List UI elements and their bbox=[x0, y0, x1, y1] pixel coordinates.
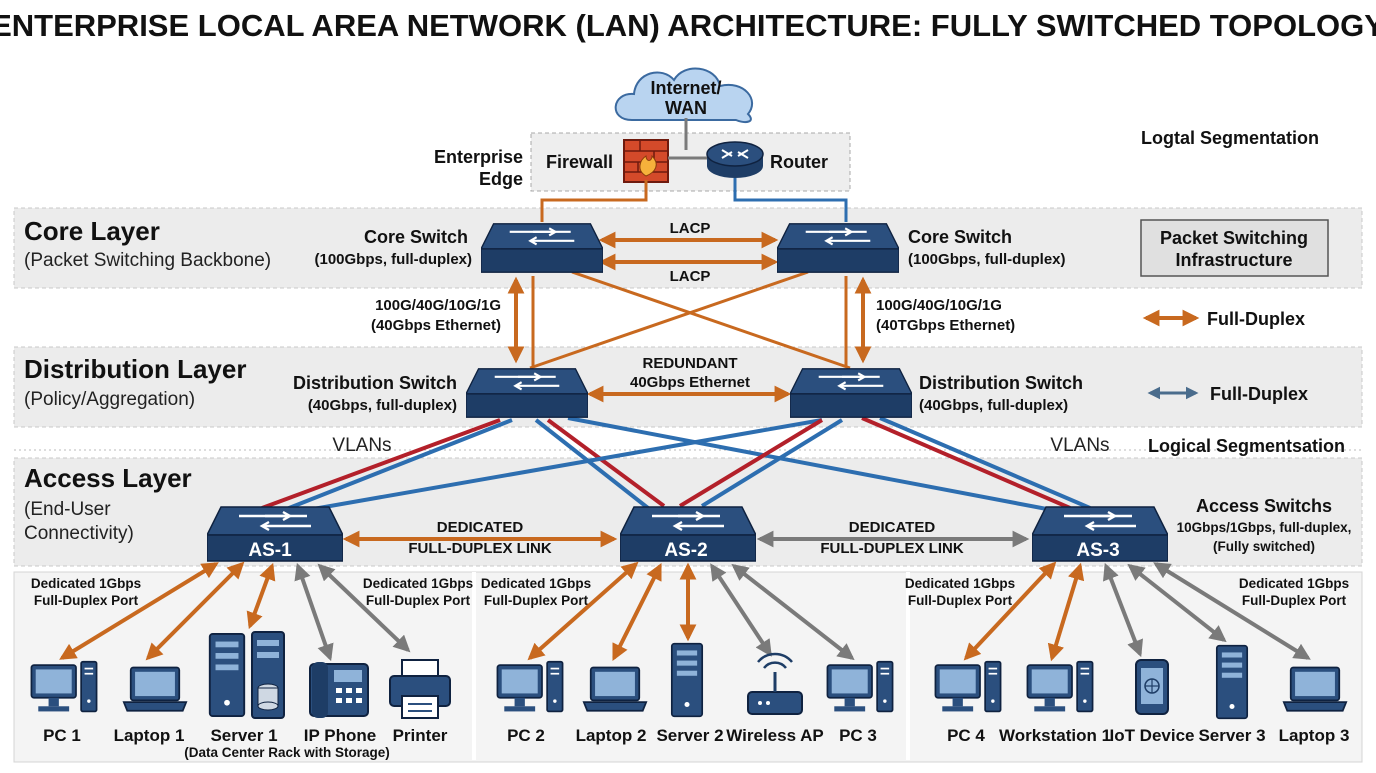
enterprise-edge-box bbox=[530, 132, 851, 192]
device-label-wireless-ap: Wireless AP bbox=[726, 726, 823, 745]
port-label-5-line1: Dedicated 1Gbps bbox=[1239, 576, 1349, 591]
port-label-1-line2: Full-Duplex Port bbox=[34, 593, 139, 608]
as-3-label: AS-3 bbox=[1076, 540, 1119, 561]
packet-switching-line1: Packet Switching bbox=[1160, 228, 1308, 248]
device-label-server-2: Server 2 bbox=[656, 726, 723, 745]
cloud-icon bbox=[614, 67, 754, 123]
printer-icon[interactable] bbox=[389, 659, 451, 719]
core-switch-left-icon[interactable] bbox=[481, 222, 603, 274]
device-sublabel-server-1: (Data Center Rack with Storage) bbox=[184, 745, 390, 760]
firewall-icon bbox=[623, 139, 669, 183]
uplink-left-line2: (40Gbps Ethernet) bbox=[371, 317, 501, 334]
access-layer-subtitle-1: (End-User bbox=[24, 499, 111, 520]
device-label-printer: Printer bbox=[393, 726, 448, 745]
device-label-iot-device: IoT Device bbox=[1109, 726, 1194, 745]
device-label-laptop-3: Laptop 3 bbox=[1279, 726, 1350, 745]
redundant-label-1: REDUNDANT bbox=[643, 355, 738, 372]
internet-label: Internet/ bbox=[650, 78, 721, 98]
access-switches-title: Access Switchs bbox=[1196, 496, 1332, 516]
core-switch-right-name: Core Switch bbox=[908, 227, 1012, 247]
device-label-server-1: Server 1 bbox=[210, 726, 277, 745]
distribution-switch-left-name: Distribution Switch bbox=[293, 373, 457, 393]
device-label-pc-4: PC 4 bbox=[947, 726, 985, 745]
device-label-pc-1: PC 1 bbox=[43, 726, 81, 745]
dedicated-link-2-line1: DEDICATED bbox=[849, 519, 936, 536]
page-title: ENTERPRISE LOCAL AREA NETWORK (LAN) ARCH… bbox=[0, 8, 1376, 43]
uplink-right-line2: (40TGbps Ethernet) bbox=[876, 317, 1015, 334]
device-label-pc-3: PC 3 bbox=[839, 726, 877, 745]
core-switch-left-name: Core Switch bbox=[364, 227, 468, 247]
port-label-3-line2: Full-Duplex Port bbox=[484, 593, 589, 608]
router-label: Router bbox=[770, 152, 828, 172]
logical-segmentation-bottom: Logical Segmentsation bbox=[1148, 436, 1345, 456]
port-label-5-line2: Full-Duplex Port bbox=[1242, 593, 1347, 608]
server-2-icon[interactable] bbox=[670, 642, 704, 718]
port-label-3-line1: Dedicated 1Gbps bbox=[481, 576, 591, 591]
enterprise-label: Enterprise bbox=[434, 147, 523, 167]
legend-orange-label: Full-Duplex bbox=[1207, 309, 1305, 329]
device-label-pc-2: PC 2 bbox=[507, 726, 545, 745]
distribution-switch-right-name: Distribution Switch bbox=[919, 373, 1083, 393]
legend-blue-label: Full-Duplex bbox=[1210, 384, 1308, 404]
distribution-switch-right-spec: (40Gbps, full-duplex) bbox=[919, 397, 1068, 414]
ip-phone-icon[interactable] bbox=[309, 662, 369, 718]
device-label-laptop-2: Laptop 2 bbox=[576, 726, 647, 745]
device-label-ip-phone: IP Phone bbox=[304, 726, 376, 745]
uplink-left-line1: 100G/40G/10G/1G bbox=[375, 297, 501, 314]
core-layer-subtitle: (Packet Switching Backbone) bbox=[24, 250, 271, 271]
packet-switching-box bbox=[1140, 219, 1329, 277]
dedicated-link-2-line2: FULL-DUPLEX LINK bbox=[820, 540, 963, 557]
redundant-label-2: 40Gbps Ethernet bbox=[630, 374, 750, 391]
port-label-2-line2: Full-Duplex Port bbox=[366, 593, 471, 608]
uplink-right-line1: 100G/40G/10G/1G bbox=[876, 297, 1002, 314]
vlans-left-label: VLANs bbox=[332, 435, 391, 456]
logical-segmentation-top: Logtal Segmentation bbox=[1141, 128, 1319, 148]
distribution-switch-right-icon[interactable] bbox=[790, 367, 912, 419]
core-switch-right-spec: (100Gbps, full-duplex) bbox=[908, 251, 1066, 268]
iot-device-icon[interactable] bbox=[1135, 659, 1169, 715]
distribution-access-links bbox=[261, 416, 1091, 514]
distribution-layer-title: Distribution Layer bbox=[24, 354, 246, 384]
device-label-laptop-1: Laptop 1 bbox=[114, 726, 185, 745]
device-label-workstation-1: Workstation 1 bbox=[999, 726, 1111, 745]
server-3-icon[interactable] bbox=[1215, 644, 1249, 720]
wan-label: WAN bbox=[665, 98, 707, 118]
core-links bbox=[507, 231, 872, 403]
lacp-label-1: LACP bbox=[670, 220, 711, 237]
port-label-1-line1: Dedicated 1Gbps bbox=[31, 576, 141, 591]
endpoint-links bbox=[59, 561, 1311, 662]
core-layer-title: Core Layer bbox=[24, 216, 160, 246]
core-switch-left-spec: (100Gbps, full-duplex) bbox=[314, 251, 472, 268]
access-switches-spec-1: 10Gbps/1Gbps, full-duplex, bbox=[1177, 520, 1352, 535]
firewall-label: Firewall bbox=[546, 152, 613, 172]
port-label-4-line1: Dedicated 1Gbps bbox=[905, 576, 1015, 591]
laptop-2-icon[interactable] bbox=[582, 666, 648, 712]
edge-label: Edge bbox=[479, 169, 523, 189]
laptop-1-icon[interactable] bbox=[122, 666, 188, 712]
packet-switching-line2: Infrastructure bbox=[1175, 250, 1292, 270]
dedicated-link-1-line2: FULL-DUPLEX LINK bbox=[408, 540, 551, 557]
lacp-label-2: LACP bbox=[670, 268, 711, 285]
port-label-2-line1: Dedicated 1Gbps bbox=[363, 576, 473, 591]
dedicated-link-1-line1: DEDICATED bbox=[437, 519, 524, 536]
core-switch-right-icon[interactable] bbox=[777, 222, 899, 274]
access-switches-spec-2: (Fully switched) bbox=[1213, 539, 1315, 554]
access-layer-subtitle-2: Connectivity) bbox=[24, 523, 134, 544]
as-1-label: AS-1 bbox=[248, 540, 292, 561]
device-label-server-3: Server 3 bbox=[1198, 726, 1265, 745]
vlans-right-label: VLANs bbox=[1050, 435, 1109, 456]
wireless-ap-icon[interactable] bbox=[747, 652, 803, 715]
distribution-switch-left-icon[interactable] bbox=[466, 367, 588, 419]
router-icon bbox=[706, 141, 764, 178]
distribution-switch-left-spec: (40Gbps, full-duplex) bbox=[308, 397, 457, 414]
as-2-label: AS-2 bbox=[664, 540, 707, 561]
server-rack-icon[interactable] bbox=[208, 631, 285, 719]
distribution-layer-subtitle: (Policy/Aggregation) bbox=[24, 389, 195, 410]
access-layer-title: Access Layer bbox=[24, 463, 192, 493]
port-label-4-line2: Full-Duplex Port bbox=[908, 593, 1013, 608]
laptop-3-icon[interactable] bbox=[1282, 666, 1348, 712]
